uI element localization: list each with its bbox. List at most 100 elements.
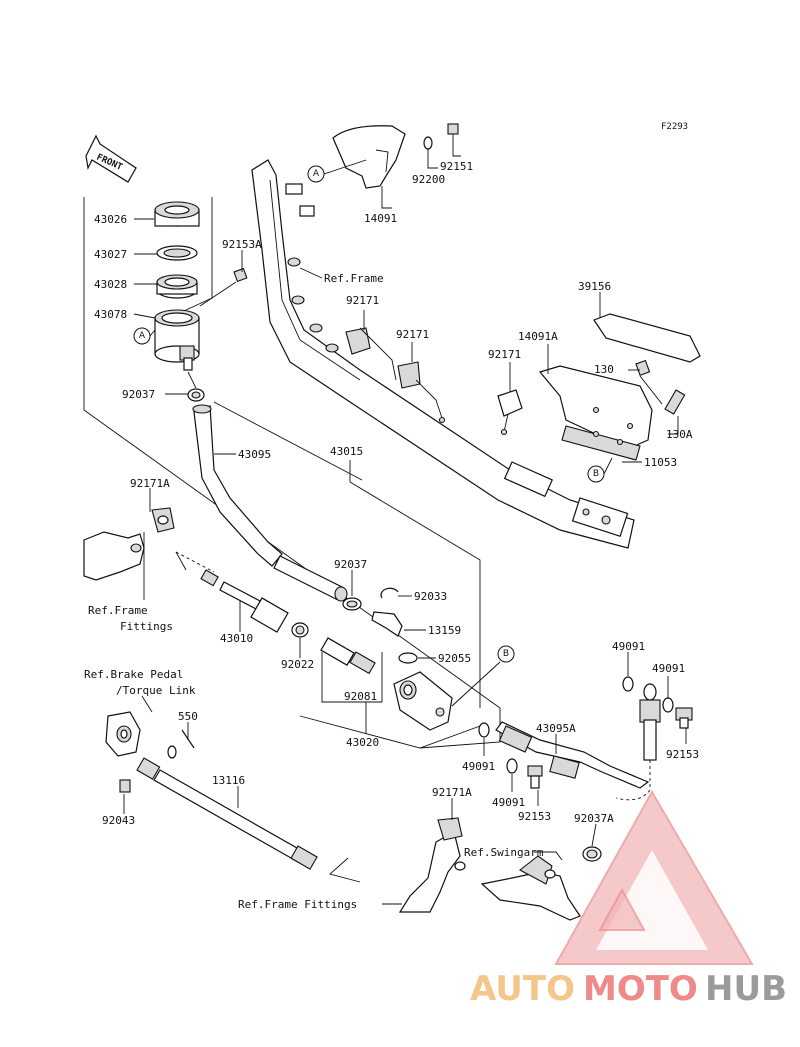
label-92171A-low: 92171A xyxy=(432,786,472,799)
pipe-mid xyxy=(273,555,348,602)
washer-49091-a xyxy=(478,722,490,738)
clamp-92171-a xyxy=(345,327,397,381)
bracket-14091A xyxy=(538,365,653,461)
ref-frame-label: Ref.Frame xyxy=(324,272,384,285)
clamp-92171A-left xyxy=(151,507,175,533)
label-39156: 39156 xyxy=(578,280,611,293)
label-43010: 43010 xyxy=(220,632,253,645)
ref-swingarm-label: Ref.Swingarm xyxy=(464,846,544,859)
plate-39156 xyxy=(593,313,701,363)
label-43015: 43015 xyxy=(330,445,363,458)
label-14091: 14091 xyxy=(364,212,397,225)
cover-14091 xyxy=(332,125,406,189)
label-92081: 92081 xyxy=(344,690,377,703)
svg-text:B: B xyxy=(593,469,599,479)
clamp-92171-b xyxy=(397,361,443,419)
reservoir-43078 xyxy=(154,309,200,371)
label-43027: 43027 xyxy=(94,248,127,261)
bolt-92151 xyxy=(447,123,459,135)
label-14091A: 14091A xyxy=(518,330,558,343)
label-92151: 92151 xyxy=(440,160,473,173)
circlip-92033 xyxy=(380,587,399,599)
label-43028: 43028 xyxy=(94,278,127,291)
figure-code: F2293 xyxy=(661,122,688,132)
label-92037-mid: 92037 xyxy=(334,558,367,571)
svg-text:B: B xyxy=(503,649,509,659)
frame-tube xyxy=(251,159,635,549)
washer-49091-d xyxy=(662,697,674,713)
ref-brake-pedal-line1: Ref.Brake Pedal xyxy=(84,668,183,681)
svg-text:A: A xyxy=(313,169,320,179)
watermark-text-auto: AUTO xyxy=(470,969,575,1009)
brake-pedal-link xyxy=(105,711,141,757)
label-92153-right: 92153 xyxy=(666,748,699,761)
ref-marker-b2: B xyxy=(497,645,515,663)
front-arrow-icon: FRONT xyxy=(85,134,137,183)
bolt-130 xyxy=(635,359,651,376)
rod-13116 xyxy=(136,757,318,870)
seal-92022 xyxy=(291,622,309,638)
clamp-92037-top xyxy=(187,388,205,402)
piston-group-line xyxy=(321,652,383,703)
ref-frame-fittings-line2: Fittings xyxy=(120,620,173,633)
label-49091-a: 49091 xyxy=(462,760,495,773)
label-13116: 13116 xyxy=(212,774,245,787)
label-49091-d: 49091 xyxy=(652,662,685,675)
ref-marker-a1: A xyxy=(307,159,367,183)
label-550: 550 xyxy=(178,710,198,723)
connector-13159 xyxy=(371,611,403,637)
bolt-130A xyxy=(664,389,686,415)
washer-49091-c xyxy=(622,676,634,692)
label-92153-low: 92153 xyxy=(518,810,551,823)
frame-fitting-low xyxy=(398,817,466,913)
ref-marker-b1: B xyxy=(587,457,613,483)
svg-text:A: A xyxy=(139,331,146,341)
watermark-logo: AUTO MOTO HUB xyxy=(470,789,787,1009)
watermark-text-moto: MOTO xyxy=(583,969,698,1009)
label-43020: 43020 xyxy=(346,736,379,749)
label-43026: 43026 xyxy=(94,213,127,226)
watermark-text-hub: HUB xyxy=(705,969,787,1009)
label-130A: 130A xyxy=(666,428,693,441)
ref-frame-fittings-low: Ref.Frame Fittings xyxy=(238,898,357,911)
label-92022: 92022 xyxy=(281,658,314,671)
pin-92043 xyxy=(119,779,131,793)
washer-49091-b xyxy=(506,758,518,774)
clamp-92037-mid xyxy=(342,597,362,611)
washer-550 xyxy=(167,745,177,759)
label-92037-top: 92037 xyxy=(122,388,155,401)
label-92055: 92055 xyxy=(438,652,471,665)
assembly-43015-line xyxy=(349,460,481,708)
assembly-43020-line xyxy=(299,715,481,749)
label-43078: 43078 xyxy=(94,308,127,321)
diaphragm-43028 xyxy=(156,274,198,299)
ref-frame-fittings-line1: Ref.Frame xyxy=(88,604,148,617)
bolt-92153-low xyxy=(527,765,543,789)
pushrod-43010 xyxy=(200,569,289,633)
label-92171-c: 92171 xyxy=(488,348,521,361)
clamp-92171-c xyxy=(497,389,523,433)
part-labels: 43026 43027 43028 43078 92153 A 92037 430… xyxy=(94,160,699,827)
clamp-92037A xyxy=(582,846,602,862)
frame-fitting-left xyxy=(83,531,145,581)
label-92171A-left: 92171A xyxy=(130,477,170,490)
label-92043: 92043 xyxy=(102,814,135,827)
washer-92200 xyxy=(423,136,433,150)
label-92171-a: 92171 xyxy=(346,294,379,307)
label-49091-b: 49091 xyxy=(492,796,525,809)
label-13159: 13159 xyxy=(428,624,461,637)
master-cylinder xyxy=(393,671,453,731)
bolt-92153-right xyxy=(675,707,693,729)
banjo-fitting-right xyxy=(639,683,661,761)
label-92200: 92200 xyxy=(412,173,445,186)
swingarm-fitting xyxy=(480,855,581,921)
ref-marker-a2: A xyxy=(133,327,156,345)
label-130: 130 xyxy=(594,363,614,376)
label-92037A: 92037A xyxy=(574,812,614,825)
pipe-43095A xyxy=(495,721,650,789)
hose-43095 xyxy=(193,405,283,567)
hose-group-line xyxy=(83,197,501,749)
label-49091-c: 49091 xyxy=(612,640,645,653)
